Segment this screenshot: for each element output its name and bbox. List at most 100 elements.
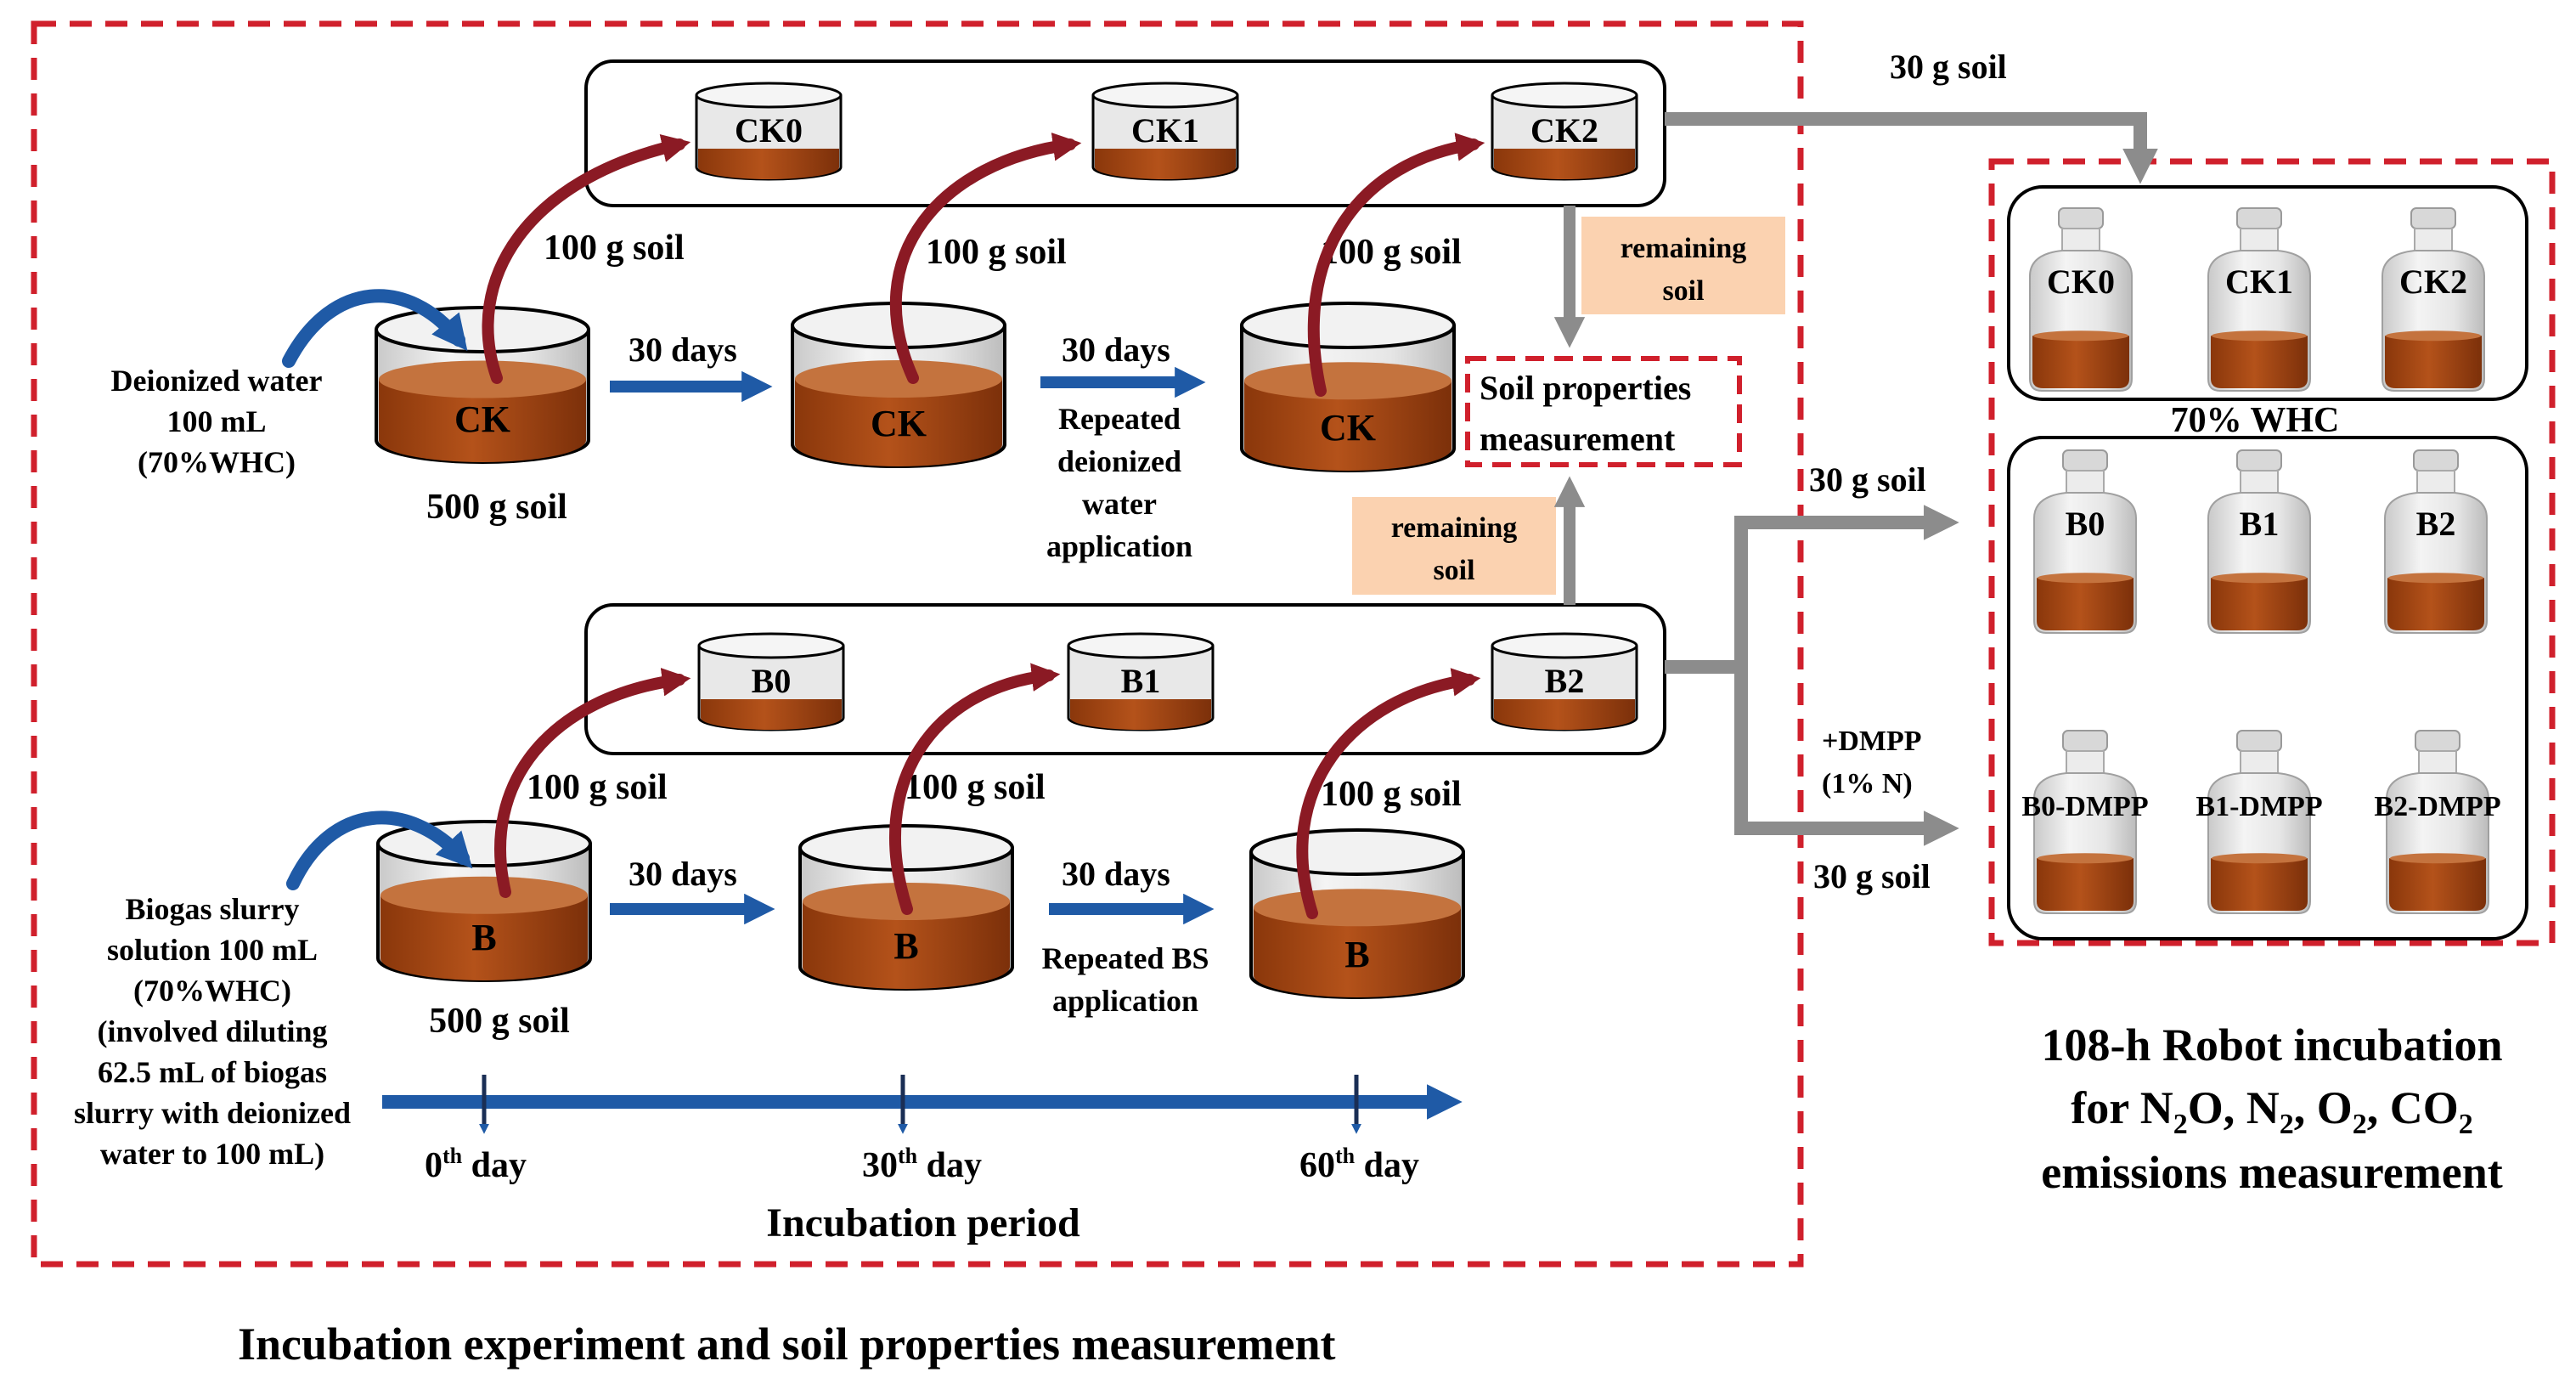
robot-vial-b2-label: B2 [2416, 505, 2456, 543]
ck-beaker-2: CK [1240, 302, 1456, 472]
soil-properties-line1: Soil properties [1480, 369, 1691, 407]
robot-vial-b1-dmpp-label: B1-DMPP [2196, 791, 2322, 822]
robot-vial-b0-dmpp-label: B0-DMPP [2021, 791, 2148, 822]
ck-beaker-1: CK [791, 302, 1006, 468]
slurry-label-3: (70%WHC) [133, 974, 291, 1008]
robot-vial-b2-dmpp-label: B2-DMPP [2374, 791, 2500, 822]
robot-vial-b1-dmpp: B1-DMPP [2196, 730, 2323, 914]
robot-vial-b1-label: B1 [2240, 505, 2280, 543]
soil-properties-line2: measurement [1480, 420, 1676, 458]
incubation-period-label: Incubation period [766, 1200, 1080, 1245]
robot-vial-b1: B1 [2207, 449, 2311, 634]
right-dashed-frame [1988, 158, 2556, 946]
b-repeat-line2: application [1052, 984, 1198, 1018]
ck-30days-label-2: 30 days [1062, 330, 1170, 369]
b-sample-arrow-0 [494, 668, 691, 898]
robot-vial-ck2-label: CK2 [2399, 263, 2467, 301]
gray-arrow-b-to-dmpp [1734, 667, 1959, 846]
slurry-label-7: water to 100 mL) [100, 1137, 324, 1171]
robot-vial-b0: B0 [2033, 449, 2137, 634]
b-beaker-2-label: B [1344, 934, 1369, 975]
b-beaker-1-label: B [893, 925, 918, 967]
b-jar-container [584, 603, 1666, 755]
b-100g-label-1: 100 g soil [527, 768, 668, 807]
robot-caption-line1: 108-h Robot incubation [2041, 1019, 2502, 1070]
gray-arrow-b-to-robot [1665, 505, 1959, 674]
b-jar-1: B1 [1067, 632, 1215, 731]
label-day60: 60th day [1299, 1144, 1419, 1185]
transfer-30g-top: 30 g soil [1890, 48, 2007, 86]
slurry-label-6: slurry with deionized [74, 1096, 351, 1130]
robot-vial-b2-dmpp: B2-DMPP [2374, 730, 2501, 914]
ck-100g-label-1: 100 g soil [544, 229, 685, 268]
left-caption: Incubation experiment and soil propertie… [238, 1319, 1335, 1370]
b-beaker-0-label: B [471, 917, 496, 958]
transfer-30g-bottom: 30 g soil [1813, 857, 1931, 895]
ck-jar-0: CK0 [695, 82, 843, 181]
slurry-label-4: (involved diluting [97, 1014, 327, 1048]
ck-jar-1-label: CK1 [1131, 111, 1199, 150]
label-day30: 30th day [862, 1144, 982, 1185]
ck-100g-label-3: 100 g soil [1321, 233, 1462, 272]
label-day0: 0th day [425, 1144, 527, 1185]
remaining-soil-top-2: soil [1662, 275, 1704, 307]
b-jar-2-label: B2 [1545, 662, 1585, 700]
water-label-1: Deionized water [111, 364, 323, 398]
b-500g-label: 500 g soil [429, 1002, 570, 1041]
b-jar-2: B2 [1491, 632, 1638, 731]
ck-sample-arrow-1 [889, 133, 1082, 384]
robot-vial-ck2: CK2 [2382, 207, 2485, 392]
robot-vial-ck1-label: CK1 [2225, 263, 2293, 301]
ck-jar-2-label: CK2 [1530, 111, 1598, 150]
remaining-soil-bottom-2: soil [1433, 555, 1474, 586]
robot-vial-b0-dmpp: B0-DMPP [2021, 730, 2149, 914]
water-label-2: 100 mL [167, 404, 267, 438]
ck-repeat-line2: deionized [1057, 444, 1181, 478]
transfer-30g-mid: 30 g soil [1809, 460, 1926, 499]
ck-repeat-line3: water [1082, 487, 1157, 521]
b-jar-0-label: B0 [752, 662, 792, 700]
ck-100g-label-2: 100 g soil [926, 233, 1067, 272]
b-beaker-2: B [1249, 828, 1465, 999]
ck-repeat-line4: application [1046, 529, 1192, 563]
soil-properties-box [1465, 356, 1742, 467]
b-100g-label-2: 100 g soil [905, 768, 1046, 807]
ck-jar-container [584, 59, 1666, 207]
b-sample-arrow-1 [889, 663, 1061, 915]
b-repeat-line1: Repeated BS [1042, 941, 1209, 975]
b-100g-label-3: 100 g soil [1321, 775, 1462, 814]
ck-jar-0-label: CK0 [735, 111, 803, 150]
remaining-soil-top-1: remaining [1621, 233, 1747, 264]
b-jar-0: B0 [697, 632, 845, 731]
water-arrow [282, 289, 468, 368]
ck-beaker-2-label: CK [1320, 407, 1376, 449]
b-30days-label-1: 30 days [628, 855, 737, 893]
robot-caption-line3: emissions measurement [2041, 1147, 2502, 1198]
left-dashed-frame [31, 20, 1804, 1268]
slurry-label-2: solution 100 mL [107, 933, 318, 967]
robot-b-container [2007, 436, 2528, 940]
robot-vial-ck0: CK0 [2029, 207, 2133, 392]
b-sample-arrow-2 [1296, 668, 1481, 919]
robot-vial-b0-label: B0 [2066, 505, 2105, 543]
robot-ck-container [2007, 185, 2528, 401]
ck-repeat-line1: Repeated [1058, 402, 1181, 436]
remaining-soil-box-bottom [1352, 497, 1556, 595]
b-jar-1-label: B1 [1121, 662, 1161, 700]
ck-jar-2: CK2 [1491, 82, 1638, 181]
gray-arrow-ck-to-robot [1665, 112, 2158, 184]
ck-beaker-1-label: CK [871, 403, 927, 444]
robot-vial-ck1: CK1 [2207, 207, 2311, 392]
slurry-arrow [286, 810, 473, 890]
ck-30days-label-1: 30 days [628, 330, 737, 369]
ck-jar-1: CK1 [1091, 82, 1239, 181]
b-30days-label-2: 30 days [1062, 855, 1170, 893]
ck-sample-arrow-2 [1307, 133, 1485, 397]
whc-label: 70% WHC [2171, 401, 2340, 440]
slurry-label-1: Biogas slurry [125, 892, 299, 926]
b-beaker-1: B [798, 824, 1014, 991]
ck-500g-label: 500 g soil [426, 488, 567, 527]
water-label-3: (70%WHC) [138, 445, 296, 479]
